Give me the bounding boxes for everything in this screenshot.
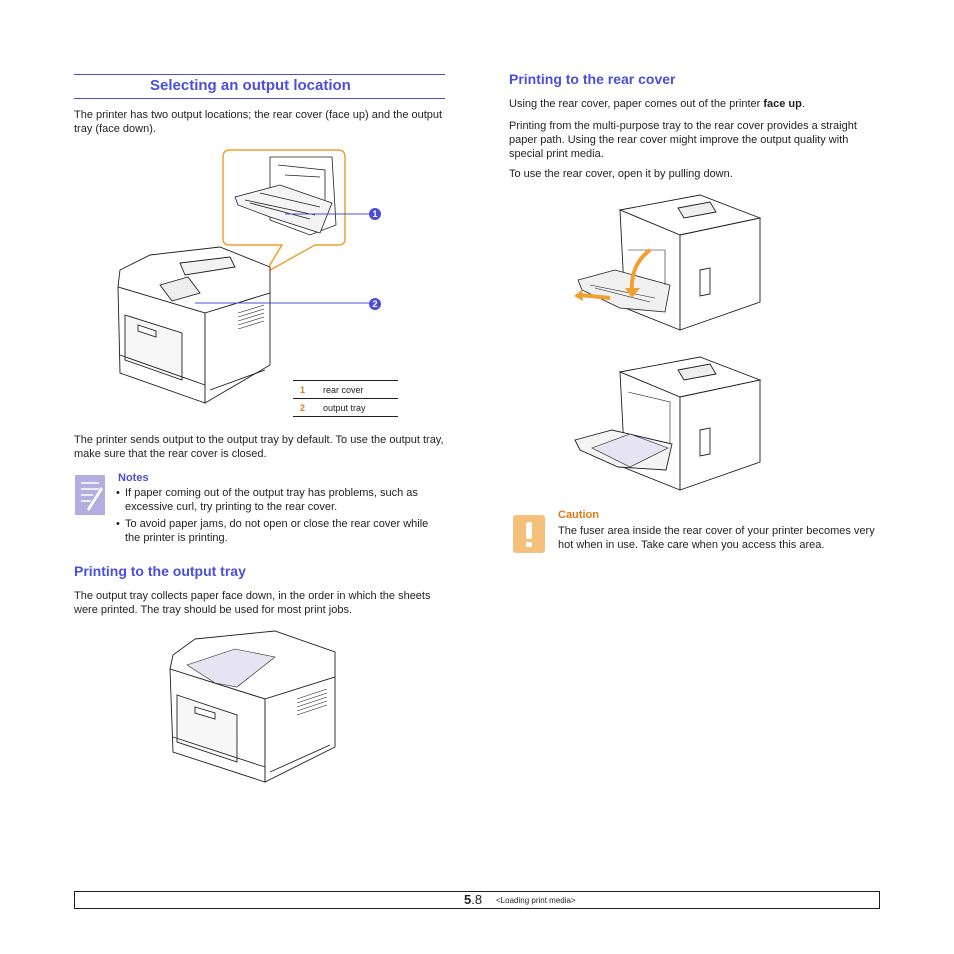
note-icon [75,475,105,515]
title-rule-bottom [74,98,445,99]
caution-heading: Caution [558,509,599,521]
section-title-output-tray: Printing to the output tray [74,563,246,579]
title-rule-top [74,74,445,75]
legend-row: 2 output tray [293,399,398,417]
bullet-dot: • [116,518,120,530]
p1-prefix: Using the rear cover, paper comes out of… [509,98,764,110]
legend-label: output tray [323,402,366,413]
note-item: If paper coming out of the output tray h… [125,487,418,513]
caution-icon [513,515,545,553]
intro-paragraph: The printer has two output locations; th… [74,109,443,135]
legend-number: 1 [300,384,306,395]
legend-row: 1 rear cover [293,380,398,399]
callout-1: 1 [369,208,381,220]
note-item: To avoid paper jams, do not open or clos… [125,518,429,544]
bullet-dot: • [116,487,120,499]
p1-suffix: . [801,98,805,110]
footer-section-label: <Loading print media> [496,896,576,905]
footer-bar [74,891,880,909]
page-number-major: 5 [464,892,472,907]
rear-cover-paper-figure [574,356,762,491]
legend-number: 2 [300,402,306,413]
printer-output-locations-figure [117,149,372,404]
figure-legend: 1 rear cover 2 output tray [293,380,398,417]
page-number-minor: .8 [471,892,483,907]
callout-2: 2 [369,298,381,310]
page-number: 5.8 [464,892,482,907]
p1-bold: face up [763,98,802,110]
printer-output-tray-figure [169,630,336,783]
notes-heading: Notes [118,472,149,484]
output-tray-paragraph: The output tray collects paper face down… [74,590,431,616]
legend-label: rear cover [323,384,364,395]
section-title-output-location: Selecting an output location [150,77,351,94]
rear-cover-paragraph-2: Printing from the multi-purpose tray to … [509,120,857,160]
default-output-paragraph: The printer sends output to the output t… [74,434,444,460]
caution-text: The fuser area inside the rear cover of … [558,525,875,551]
rear-cover-opening-figure [574,194,762,331]
rear-cover-paragraph-3: To use the rear cover, open it by pullin… [509,168,733,180]
rear-cover-paragraph-1: Using the rear cover, paper comes out of… [509,97,881,111]
section-title-rear-cover: Printing to the rear cover [509,71,676,87]
